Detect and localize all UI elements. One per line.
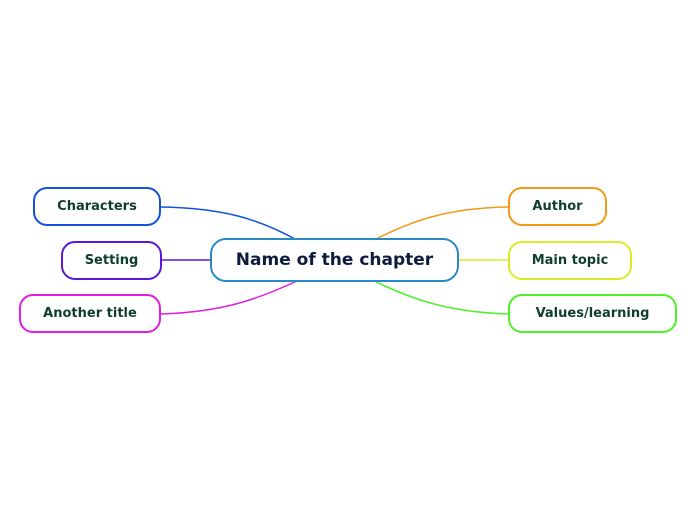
connector-another-title <box>160 280 298 315</box>
topic-label-author: Author <box>532 199 583 214</box>
topic-node-another-title[interactable]: Another title <box>19 294 161 333</box>
topic-node-author[interactable]: Author <box>508 187 607 226</box>
topic-node-main-topic[interactable]: Main topic <box>508 241 632 280</box>
topic-label-values-learning: Values/learning <box>535 306 650 321</box>
connector-author <box>375 206 509 240</box>
central-topic-node[interactable]: Name of the chapter <box>210 238 459 282</box>
connector-characters <box>160 206 296 240</box>
topic-node-setting[interactable]: Setting <box>61 241 162 280</box>
topic-label-another-title: Another title <box>43 306 137 321</box>
topic-label-characters: Characters <box>57 199 137 214</box>
topic-label-main-topic: Main topic <box>531 253 609 268</box>
connector-values-learning <box>373 280 509 315</box>
topic-label-setting: Setting <box>84 253 139 268</box>
topic-node-characters[interactable]: Characters <box>33 187 161 226</box>
central-topic-label: Name of the chapter <box>235 250 434 270</box>
topic-node-values-learning[interactable]: Values/learning <box>508 294 677 333</box>
